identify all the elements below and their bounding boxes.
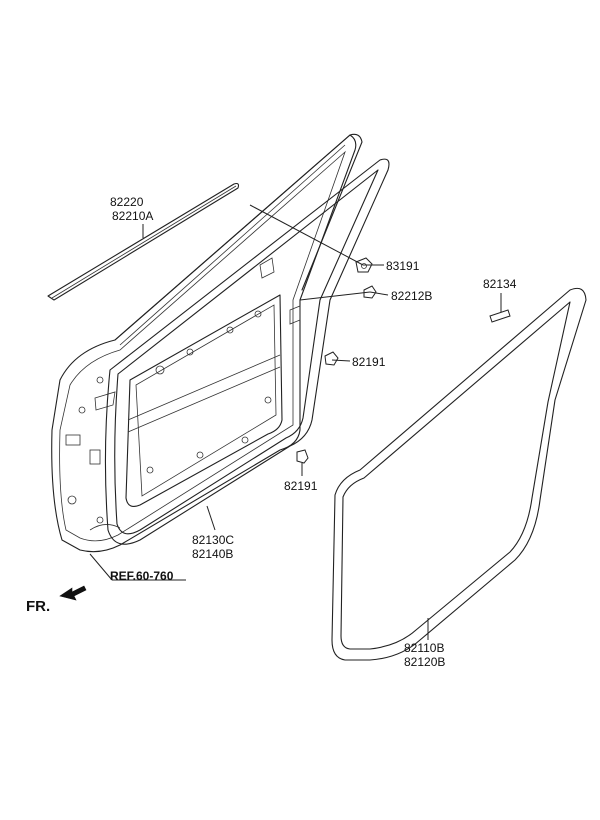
label-82134: 82134 — [483, 277, 517, 291]
label-82191-upper: 82191 — [352, 355, 386, 369]
pad-82134 — [489, 309, 511, 323]
front-arrow-icon — [59, 585, 87, 601]
body-side-weatherstrip — [331, 287, 587, 661]
label-fr: FR. — [26, 598, 50, 615]
label-82220: 82220 — [110, 195, 144, 209]
door-frame-weatherstrip — [104, 158, 390, 545]
label-82110B: 82110B — [404, 641, 444, 655]
leader-lines — [89, 204, 502, 640]
clip-82191-upper — [324, 351, 339, 366]
label-82130C: 82130C — [192, 533, 234, 547]
label-ref: REF.60-760 — [110, 569, 174, 583]
label-82210A: 82210A — [112, 209, 153, 223]
label-82191-lower: 82191 — [284, 479, 318, 493]
label-82140B: 82140B — [192, 547, 233, 561]
label-82212B: 82212B — [391, 289, 432, 303]
belt-weatherstrip — [47, 182, 240, 301]
label-83191: 83191 — [386, 259, 420, 273]
label-82120B: 82120B — [404, 655, 445, 669]
clip-82191-lower — [296, 449, 309, 464]
door-frame — [51, 133, 363, 553]
